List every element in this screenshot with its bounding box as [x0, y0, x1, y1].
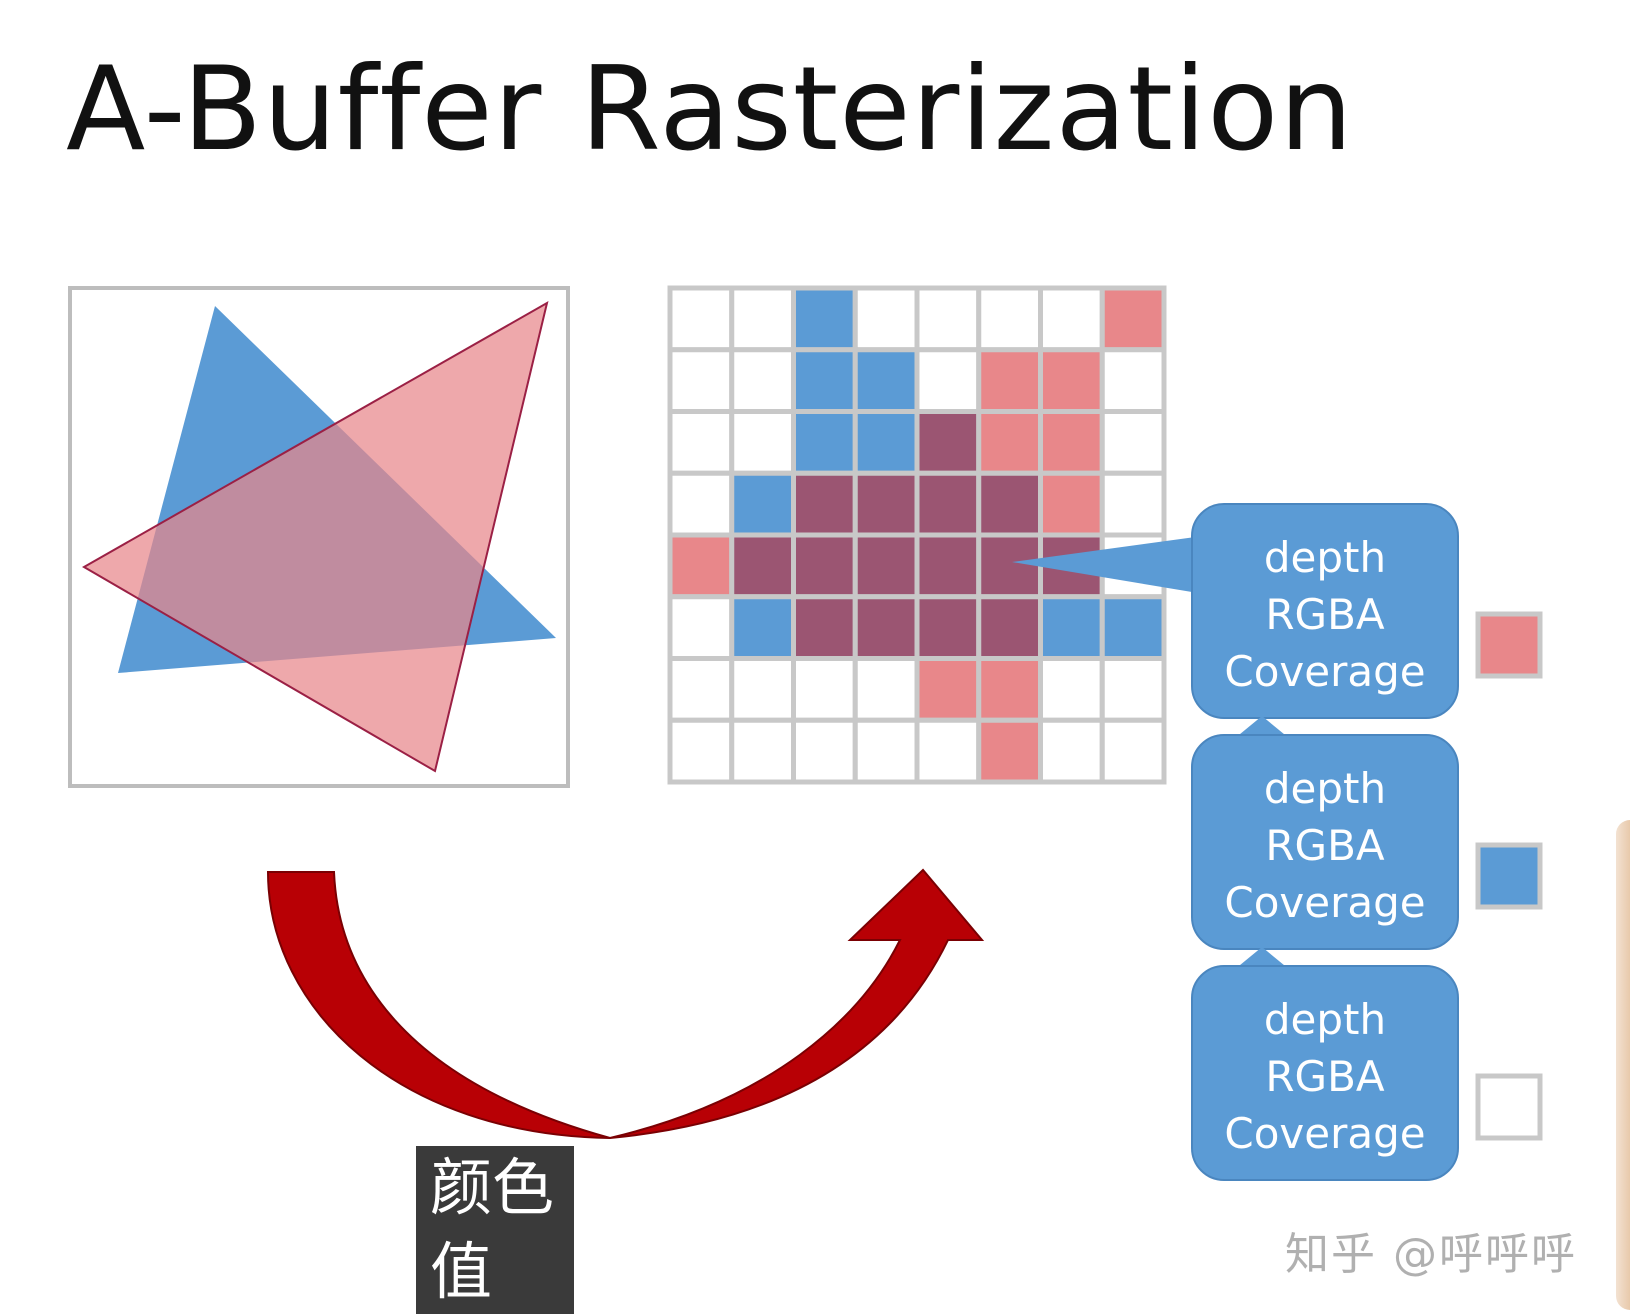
grid-cell-r6-c3: [852, 656, 920, 723]
triangle-panel: [68, 286, 570, 788]
watermark-site: 知乎: [1285, 1229, 1377, 1280]
coverage-swatch-empty: [1475, 1073, 1543, 1141]
grid-cell-r6-c4: [914, 656, 982, 723]
grid-cell-r6-c6: [1038, 656, 1105, 723]
grid-cell-r1-c6: [1038, 347, 1105, 414]
grid-cell-r1-c5: [976, 347, 1043, 414]
fragment-field-coverage: Coverage: [1224, 1109, 1425, 1158]
grid-cell-r5-c4: [914, 594, 982, 661]
coverage-swatch-blue: [1475, 842, 1543, 910]
grid-cell-r2-c2: [791, 409, 858, 476]
fragment-pointer: [1012, 535, 1210, 595]
grid-cell-r4-c2: [791, 532, 858, 600]
grid-cell-r0-c6: [1038, 285, 1105, 353]
fragment-field-coverage: Coverage: [1224, 647, 1425, 696]
grid-cell-r0-c3: [852, 285, 920, 353]
grid-cell-r2-c5: [976, 409, 1043, 476]
watermark-author: @呼呼呼: [1393, 1229, 1577, 1280]
fragment-field-depth: depth: [1264, 995, 1386, 1044]
slide-title: A-Buffer Rasterization: [66, 42, 1354, 177]
next-pointer-arrow: [1234, 947, 1290, 970]
grid-cell-r6-c7: [1099, 656, 1167, 723]
grid-cell-r6-c5: [976, 656, 1043, 723]
subtitle-line-2: 值: [416, 1230, 510, 1314]
grid-cell-r7-c2: [791, 717, 858, 785]
grid-cell-r5-c7: [1099, 594, 1167, 661]
grid-cell-r4-c4: [914, 532, 982, 600]
grid-cell-r6-c1: [729, 656, 796, 723]
grid-cell-r6-c0: [667, 656, 735, 723]
grid-cell-r0-c0: [667, 285, 735, 353]
fragment-node-box: [1191, 503, 1459, 719]
grid-cell-r3-c1: [729, 470, 796, 538]
curved-arrow: [266, 868, 985, 1140]
fragment-field-rgba: RGBA: [1265, 1052, 1385, 1101]
fragment-field-rgba: RGBA: [1265, 590, 1385, 639]
grid-cell-r1-c7: [1099, 347, 1167, 414]
grid-cell-r6-c2: [791, 656, 858, 723]
fragment-field-depth: depth: [1264, 764, 1386, 813]
grid-cell-r1-c3: [852, 347, 920, 414]
grid-cell-r4-c5: [976, 532, 1043, 600]
grid-cell-r5-c5: [976, 594, 1043, 661]
next-pointer-arrow: [1234, 716, 1290, 739]
grid-cell-r3-c7: [1099, 470, 1167, 538]
grid-cell-r2-c7: [1099, 409, 1167, 476]
grid-cell-r1-c1: [729, 347, 796, 414]
grid-cell-r3-c3: [852, 470, 920, 538]
grid-cell-r2-c6: [1038, 409, 1105, 476]
subtitle-line-1: 颜色: [416, 1146, 574, 1230]
grid-cell-r5-c1: [729, 594, 796, 661]
grid-cell-r2-c3: [852, 409, 920, 476]
fragment-field-rgba: RGBA: [1265, 821, 1385, 870]
grid-cell-r4-c3: [852, 532, 920, 600]
grid-cell-r3-c0: [667, 470, 735, 538]
grid-cell-r3-c5: [976, 470, 1043, 538]
fragment-node-box: [1191, 965, 1459, 1181]
grid-cell-r1-c2: [791, 347, 858, 414]
grid-cell-r7-c6: [1038, 717, 1105, 785]
grid-cell-r2-c4: [914, 409, 982, 476]
grid-cell-r1-c0: [667, 347, 735, 414]
red-triangle: [81, 300, 549, 773]
coverage-swatch-red: [1475, 611, 1543, 679]
grid-cell-r5-c3: [852, 594, 920, 661]
grid-cell-r5-c6: [1038, 594, 1105, 661]
grid-cell-r7-c4: [914, 717, 982, 785]
grid-cell-r2-c1: [729, 409, 796, 476]
grid-cell-r4-c1: [729, 532, 796, 600]
grid-cell-r7-c1: [729, 717, 796, 785]
grid-cell-r0-c7: [1099, 285, 1167, 353]
subtitle-caption: 颜色 值: [416, 1146, 574, 1314]
grid-cell-r7-c7: [1099, 717, 1167, 785]
grid-cell-r2-c0: [667, 409, 735, 476]
grid-cell-r5-c2: [791, 594, 858, 661]
grid-cell-r7-c0: [667, 717, 735, 785]
grid-cell-r7-c5: [976, 717, 1043, 785]
grid-cell-r0-c5: [976, 285, 1043, 353]
fragment-node-box: [1191, 734, 1459, 950]
grid-cell-r0-c4: [914, 285, 982, 353]
pixel-grid: [667, 285, 1167, 785]
grid-cell-r0-c1: [729, 285, 796, 353]
grid-cell-r1-c4: [914, 347, 982, 414]
fragment-list: depthRGBACoveragedepthRGBACoveragedepthR…: [1191, 503, 1543, 1181]
grid-cell-r4-c0: [667, 532, 735, 600]
watermark: 知乎 @呼呼呼: [1285, 1218, 1577, 1282]
grid-cell-r7-c3: [852, 717, 920, 785]
grid-cell-r3-c4: [914, 470, 982, 538]
grid-cell-r0-c2: [791, 285, 858, 353]
presenter-edge: [1616, 820, 1630, 1310]
grid-cell-r5-c0: [667, 594, 735, 661]
grid-cell-r3-c2: [791, 470, 858, 538]
fragment-field-coverage: Coverage: [1224, 878, 1425, 927]
fragment-field-depth: depth: [1264, 533, 1386, 582]
grid-cell-r3-c6: [1038, 470, 1105, 538]
